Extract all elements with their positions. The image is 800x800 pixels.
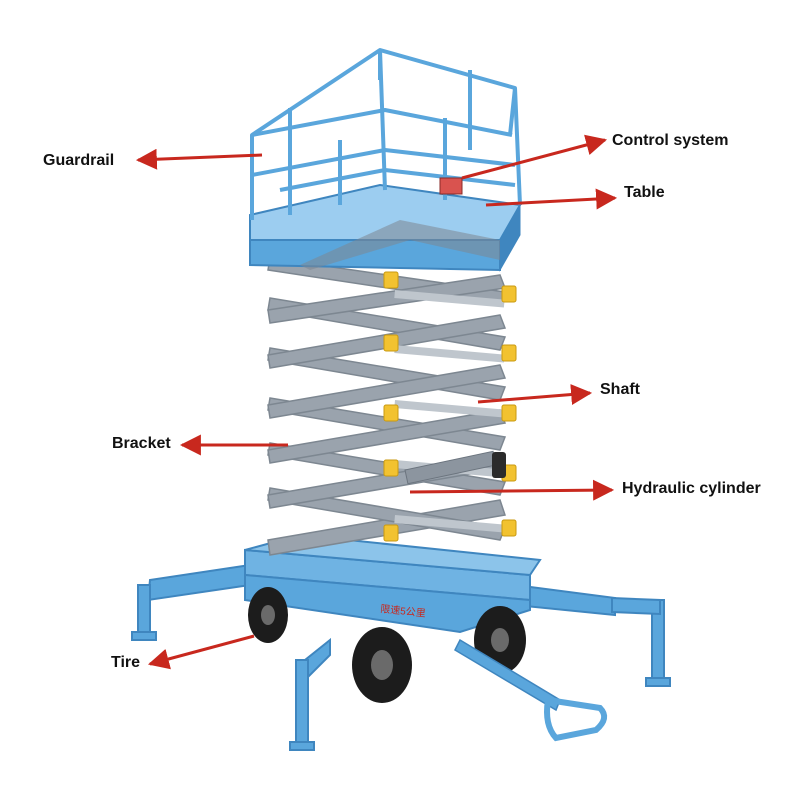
label-guardrail: Guardrail <box>43 152 115 169</box>
label-tire: Tire <box>111 654 141 671</box>
arrow-control-system <box>461 134 608 180</box>
label-bracket: Bracket <box>112 435 171 452</box>
table-platform <box>249 183 522 272</box>
end-caps <box>383 271 517 542</box>
tow-handle <box>454 638 608 742</box>
arrow-shaft <box>477 384 593 405</box>
arrow-hydraulic-cylinder <box>409 479 615 501</box>
outrigger-legs <box>131 563 671 751</box>
arrow-tire <box>147 634 255 670</box>
chassis-sign: 限速5公里 <box>380 603 427 620</box>
hydraulic-cylinder <box>404 450 506 485</box>
arrow-guardrail <box>135 148 263 170</box>
arrow-table <box>485 188 618 210</box>
control-box <box>439 177 463 195</box>
label-shaft: Shaft <box>600 381 640 398</box>
callout-arrows <box>135 134 618 670</box>
label-control-system: Control system <box>612 132 729 149</box>
label-hydraulic-cylinder: Hydraulic cylinder <box>622 480 761 497</box>
label-table: Table <box>624 184 665 201</box>
